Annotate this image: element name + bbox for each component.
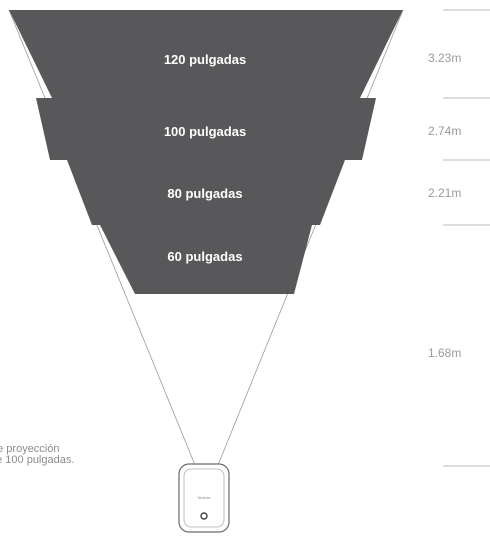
distance-label-100: 2.74m — [428, 124, 461, 138]
screen-band-100-label: 100 pulgadas — [164, 124, 246, 139]
projector-power-button-icon — [200, 512, 208, 520]
projector-body — [178, 463, 230, 533]
screen-band-100-shape — [36, 98, 376, 160]
projector-logo: Nebula — [198, 495, 211, 500]
screen-band-60-label: 60 pulgadas — [167, 249, 242, 264]
beam-left-edge — [8, 9, 196, 466]
note-line-2: de 100 pulgadas. — [0, 454, 75, 466]
distance-label-80: 2.21m — [428, 186, 461, 200]
note-line-1: de proyección — [0, 443, 60, 455]
distance-label-60: 1.68m — [428, 346, 461, 360]
beam-right-edge — [217, 9, 404, 466]
distance-label-120: 3.23m — [428, 51, 461, 65]
projector-device: Nebula — [178, 463, 230, 533]
screen-band-120: 120 pulgadas — [9, 10, 403, 98]
screen-band-120-shape — [9, 10, 403, 98]
screen-band-120-label: 120 pulgadas — [164, 52, 246, 67]
screen-band-60-shape — [100, 225, 312, 294]
screen-band-80-shape — [67, 160, 345, 225]
projection-note: de proyección de 100 pulgadas. — [0, 444, 74, 466]
screen-band-60: 60 pulgadas — [100, 225, 312, 294]
screen-band-80-label: 80 pulgadas — [167, 186, 242, 201]
screen-band-100: 100 pulgadas — [36, 98, 376, 160]
projector-inner-outline — [183, 468, 225, 528]
screen-band-80: 80 pulgadas — [67, 160, 345, 225]
